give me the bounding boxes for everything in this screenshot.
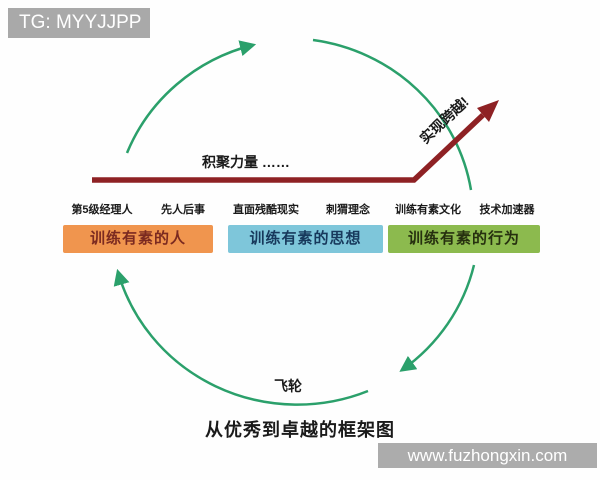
flywheel-arc-bottom-left bbox=[113, 268, 369, 406]
breakthrough-arrowhead bbox=[477, 100, 499, 122]
breakthrough-label: 实现跨越! bbox=[416, 94, 471, 147]
concept-confront-brutal-facts: 直面残酷现实 bbox=[231, 201, 301, 217]
stage-box-disciplined-action: 训练有素的行为 bbox=[388, 225, 540, 253]
flywheel-arc-bottom-right bbox=[399, 264, 476, 372]
watermark-top-left: TG: MYYJJPP bbox=[8, 8, 150, 38]
diagram-title: 从优秀到卓越的框架图 bbox=[205, 420, 395, 440]
concept-culture-of-discipline: 训练有素文化 bbox=[393, 201, 463, 217]
breakthrough-arrow bbox=[92, 100, 499, 183]
concept-first-who-then-what: 先人后事 bbox=[159, 201, 207, 217]
concept-hedgehog-concept: 刺猬理念 bbox=[324, 201, 372, 217]
flywheel-circle-arcs bbox=[113, 38, 476, 406]
stage-box-disciplined-people: 训练有素的人 bbox=[63, 225, 213, 253]
concept-technology-accelerator: 技术加速器 bbox=[477, 201, 537, 217]
concept-level5-leader: 第5级经理人 bbox=[69, 201, 135, 217]
stage-box-disciplined-thought: 训练有素的思想 bbox=[228, 225, 383, 253]
watermark-bottom-right: www.fuzhongxin.com bbox=[378, 443, 597, 468]
flywheel-arc-right bbox=[312, 38, 473, 191]
flywheel-label: 飞轮 bbox=[271, 376, 305, 396]
buildup-label: 积聚力量 …… bbox=[202, 154, 290, 170]
flywheel-arc-top-left bbox=[125, 40, 257, 154]
